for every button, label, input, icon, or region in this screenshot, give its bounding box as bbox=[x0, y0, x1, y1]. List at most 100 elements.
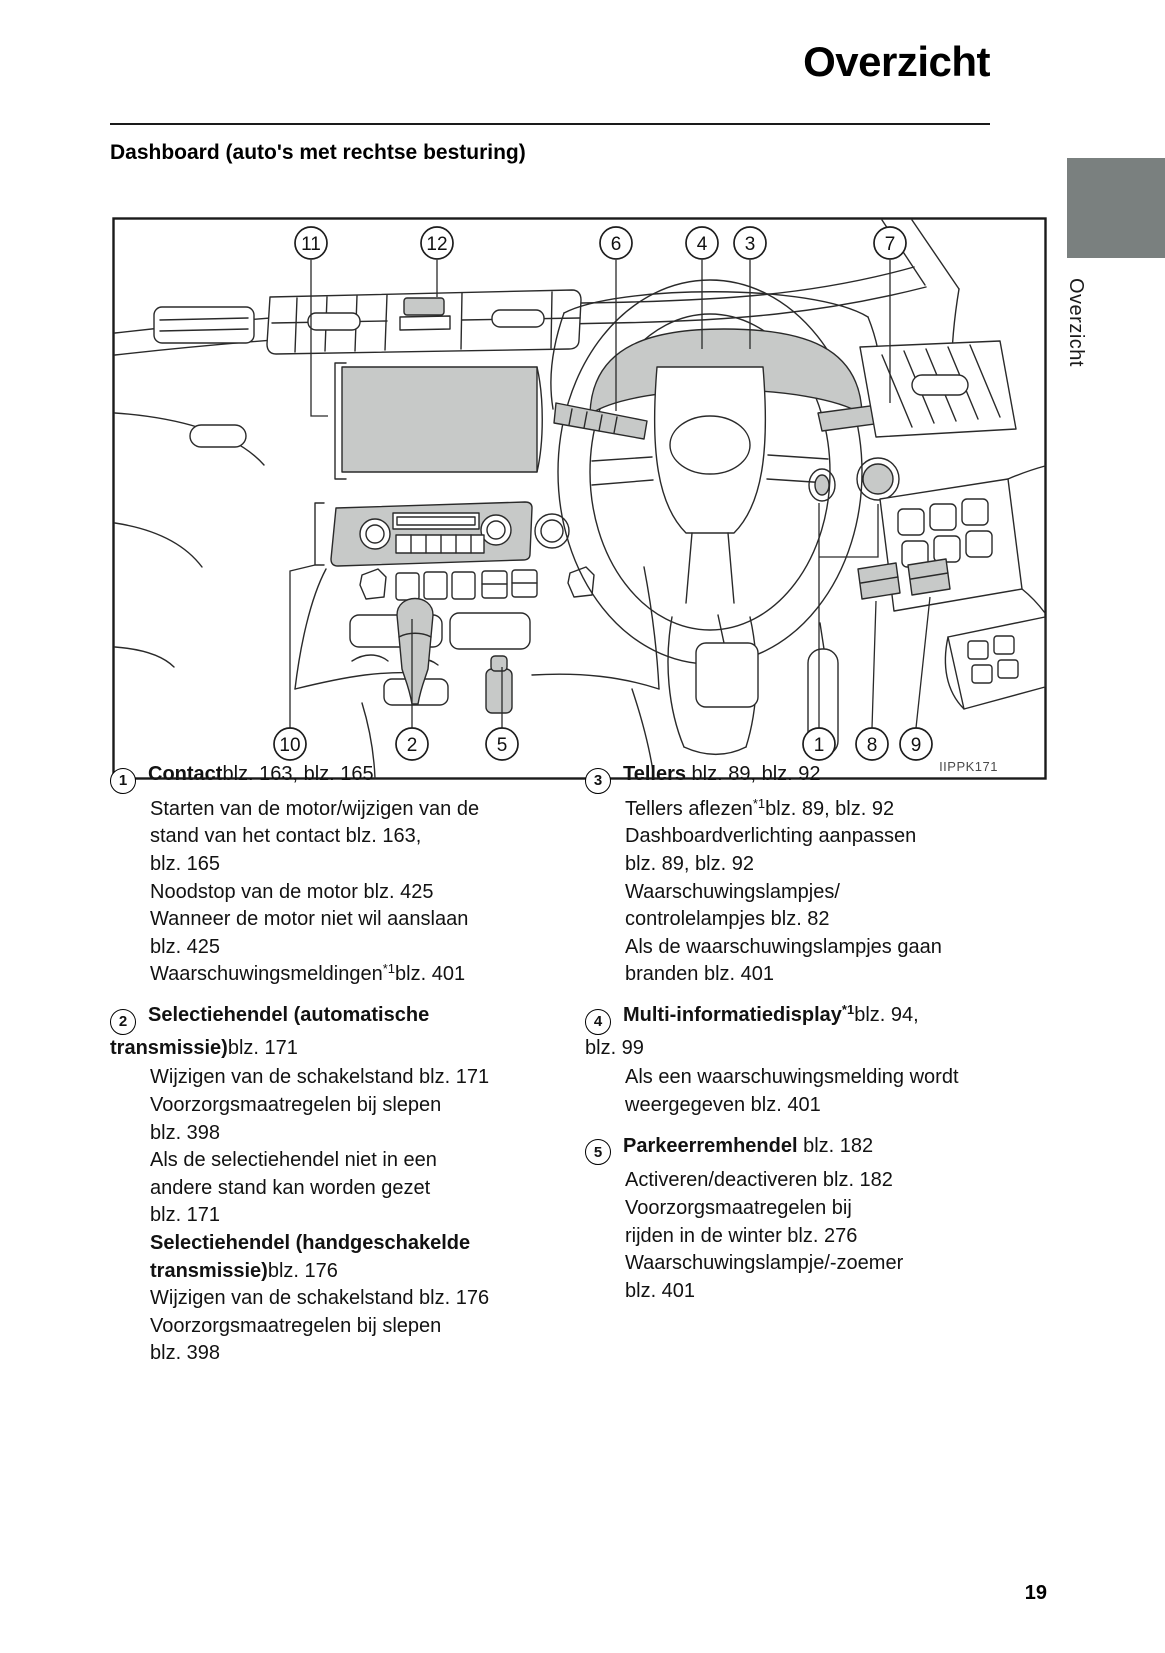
legend-line: blz. 425 bbox=[110, 934, 568, 962]
legend-line: Als de selectiehendel niet in een bbox=[110, 1147, 568, 1175]
hazard-switch bbox=[403, 297, 445, 316]
legend-line: Als de waarschuwingslampjes gaan bbox=[585, 934, 1055, 962]
svg-text:10: 10 bbox=[279, 735, 300, 756]
svg-text:9: 9 bbox=[911, 735, 922, 756]
console-tray bbox=[449, 612, 531, 650]
legend-text: Als een waarschuwingsmelding wordt bbox=[625, 1066, 959, 1089]
legend-text: Wijzigen van de schakelstand blz. 171 bbox=[150, 1066, 490, 1089]
legend-text: Dashboardverlichting aanpassen bbox=[625, 825, 917, 848]
legend-callout-number: 5 bbox=[585, 1139, 611, 1166]
legend-text: *1 bbox=[382, 961, 396, 977]
legend-callout-number: 2 bbox=[110, 1008, 136, 1035]
callout-4: 4 bbox=[685, 226, 719, 260]
console-knob-right bbox=[567, 566, 595, 598]
legend-line: blz. 89, blz. 92 bbox=[585, 851, 1055, 879]
vent-slot bbox=[491, 309, 545, 328]
legend-text: *1 bbox=[841, 1001, 855, 1017]
callout-10: 10 bbox=[273, 727, 307, 761]
callout-8: 8 bbox=[855, 727, 889, 761]
legend-text: blz. 89, blz. 92 bbox=[765, 797, 895, 820]
legend-text: Als de selectiehendel niet in een bbox=[150, 1149, 437, 1172]
svg-text:12: 12 bbox=[426, 234, 447, 255]
legend-line: Als een waarschuwingsmelding wordt bbox=[585, 1064, 1055, 1092]
svg-text:4: 4 bbox=[697, 234, 708, 255]
svg-text:7: 7 bbox=[885, 234, 896, 255]
legend-line: blz. 165 bbox=[110, 851, 568, 879]
legend-text: Wijzigen van de schakelstand blz. 176 bbox=[150, 1287, 490, 1310]
callout-2: 2 bbox=[395, 727, 429, 761]
panel-switch bbox=[897, 508, 925, 536]
legend-text: Contact bbox=[148, 763, 223, 785]
legend-text: blz. 171 bbox=[227, 1036, 298, 1059]
legend-line: Waarschuwingslampje/-zoemer bbox=[585, 1250, 1055, 1278]
svg-text:11: 11 bbox=[301, 234, 321, 255]
legend-text: blz. 398 bbox=[150, 1342, 221, 1365]
legend-text: Als de waarschuwingslampjes gaan bbox=[625, 935, 942, 958]
parking-brake-lever bbox=[485, 668, 513, 714]
legend-text: blz. 89, blz. 92 bbox=[625, 852, 754, 875]
svg-text:5: 5 bbox=[497, 735, 508, 756]
legend-text: Voorzorgsmaatregelen bij slepen bbox=[150, 1093, 442, 1116]
legend-text: Noodstop van de motor blz. 425 bbox=[150, 880, 434, 903]
callout-11: 11 bbox=[294, 226, 328, 260]
panel-switch bbox=[965, 530, 993, 558]
legend-text: controlelampjes blz. 82 bbox=[625, 908, 830, 931]
legend-text: blz. 94, bbox=[854, 1003, 919, 1026]
panel-switch bbox=[933, 535, 961, 563]
window-switch-panel bbox=[947, 616, 1046, 710]
callout-9: 9 bbox=[899, 727, 933, 761]
legend-line: Starten van de motor/wijzigen van de bbox=[110, 796, 568, 824]
legend-text: blz. 398 bbox=[150, 1121, 221, 1144]
legend-line: Selectiehendel (handgeschakelde bbox=[110, 1230, 568, 1258]
legend-text: Waarschuwingslampje/-zoemer bbox=[625, 1252, 904, 1275]
legend-text: blz. 401 bbox=[395, 963, 466, 986]
legend-line: Tellers aflezen*1blz. 89, blz. 92 bbox=[585, 796, 1055, 824]
console-knob-left bbox=[359, 568, 387, 600]
audio-knob-right bbox=[480, 514, 512, 546]
ignition-switch bbox=[814, 474, 830, 496]
legend-text: Starten van de motor/wijzigen van de bbox=[150, 797, 480, 820]
diagram-image-code: IIPPK171 bbox=[939, 759, 998, 774]
legend-line: Voorzorgsmaatregelen bij slepen bbox=[110, 1092, 568, 1120]
legend-line: Wijzigen van de schakelstand blz. 176 bbox=[110, 1285, 568, 1313]
panel-switch bbox=[929, 503, 957, 531]
legend-text: Tellers aflezen bbox=[625, 797, 753, 820]
audio-display bbox=[392, 512, 480, 530]
legend-line: Activeren/deactiveren blz. 182 bbox=[585, 1167, 1055, 1195]
dashboard-art bbox=[114, 219, 1046, 779]
legend-text: blz. 165 bbox=[150, 852, 221, 875]
callout-leaders bbox=[289, 260, 931, 729]
legend-line: rijden in de winter blz. 276 bbox=[585, 1223, 1055, 1251]
multimedia-screen bbox=[341, 366, 538, 473]
legend-text: blz. 176 bbox=[267, 1259, 338, 1282]
legend-text: Tellers bbox=[623, 763, 686, 785]
legend-line: Noodstop van de motor blz. 425 bbox=[110, 879, 568, 907]
legend-text: branden blz. 401 bbox=[625, 963, 775, 986]
legend-callout-number: 1 bbox=[110, 767, 136, 794]
legend-text: Wanneer de motor niet wil aanslaan bbox=[150, 908, 469, 931]
legend-text: andere stand kan worden gezet bbox=[150, 1176, 431, 1199]
console-switch bbox=[395, 572, 420, 601]
legend-line: branden blz. 401 bbox=[585, 961, 1055, 989]
panel-switch bbox=[961, 498, 989, 526]
legend-text: stand van het contact blz. 163, bbox=[150, 825, 422, 848]
legend-line: Dashboardverlichting aanpassen bbox=[585, 823, 1055, 851]
legend-line: Waarschuwingslampjes/ bbox=[585, 879, 1055, 907]
legend-line: Wijzigen van de schakelstand blz. 171 bbox=[110, 1064, 568, 1092]
legend-line: blz. 401 bbox=[585, 1278, 1055, 1306]
legend-text: Multi-informatiedisplay bbox=[623, 1003, 842, 1026]
console-switch bbox=[451, 571, 476, 600]
legend-line: andere stand kan worden gezet bbox=[110, 1175, 568, 1203]
vent-slot bbox=[307, 312, 361, 331]
legend-line: transmissie)blz. 176 bbox=[110, 1258, 568, 1286]
callout-12: 12 bbox=[420, 226, 454, 260]
legend-text: transmissie) bbox=[150, 1259, 268, 1282]
legend-text: blz. 401 bbox=[625, 1279, 696, 1302]
steering-pad bbox=[653, 366, 767, 534]
